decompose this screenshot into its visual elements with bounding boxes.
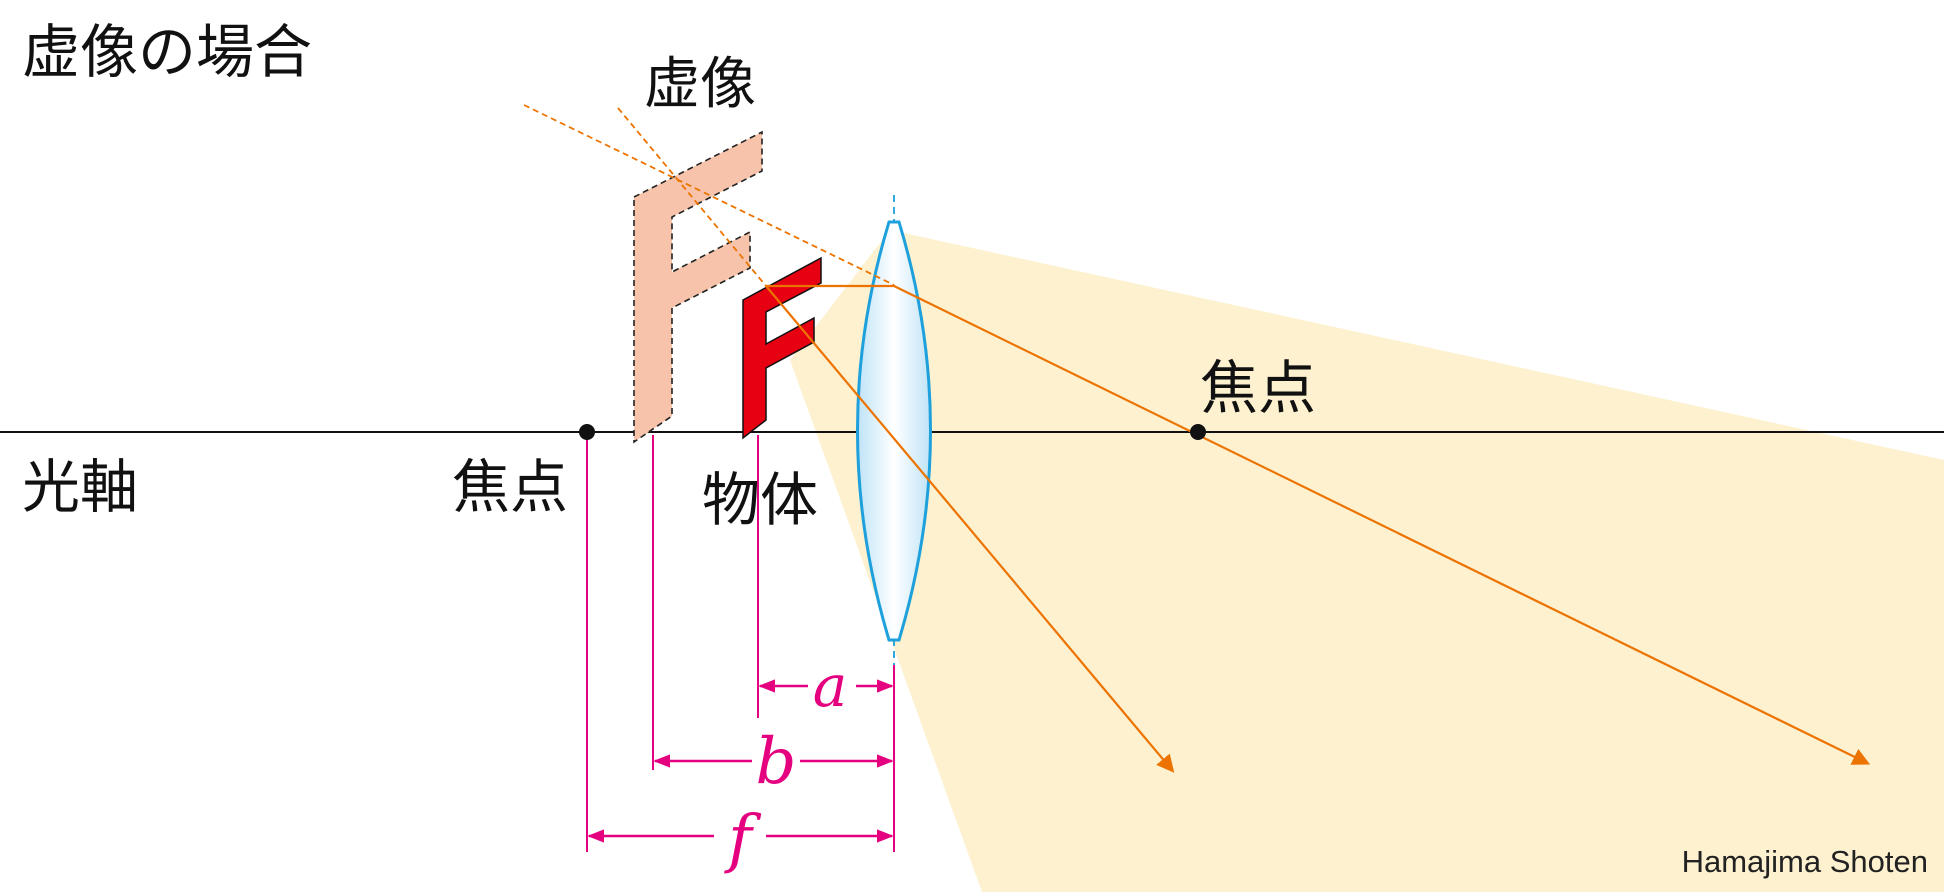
light-region (790, 230, 1944, 892)
ray-extension-parallel (523, 104, 895, 286)
virtual-image-label: 虚像 (644, 52, 756, 117)
focal-point-left-label: 焦点 (452, 453, 568, 521)
diagram-title: 虚像の場合 (22, 18, 312, 86)
dim-label-a: a (813, 652, 848, 720)
ray-through-center (765, 285, 1175, 773)
dim-label-b: b (756, 725, 797, 799)
dim-label-f: f (724, 802, 762, 876)
focal-point-right-dot (1190, 424, 1206, 440)
focal-point-right-label: 焦点 (1200, 354, 1316, 422)
ray-extension-center (617, 107, 767, 287)
object-shape (742, 256, 822, 440)
focal-point-left-dot (579, 424, 595, 440)
optical-axis-label: 光軸 (22, 453, 138, 521)
ray-parallel-through-focus (766, 284, 1871, 765)
convex-lens (856, 220, 932, 642)
publisher-credit: Hamajima Shoten (1682, 844, 1928, 879)
object-label: 物体 (702, 466, 818, 534)
virtual-image-shape (633, 130, 763, 444)
